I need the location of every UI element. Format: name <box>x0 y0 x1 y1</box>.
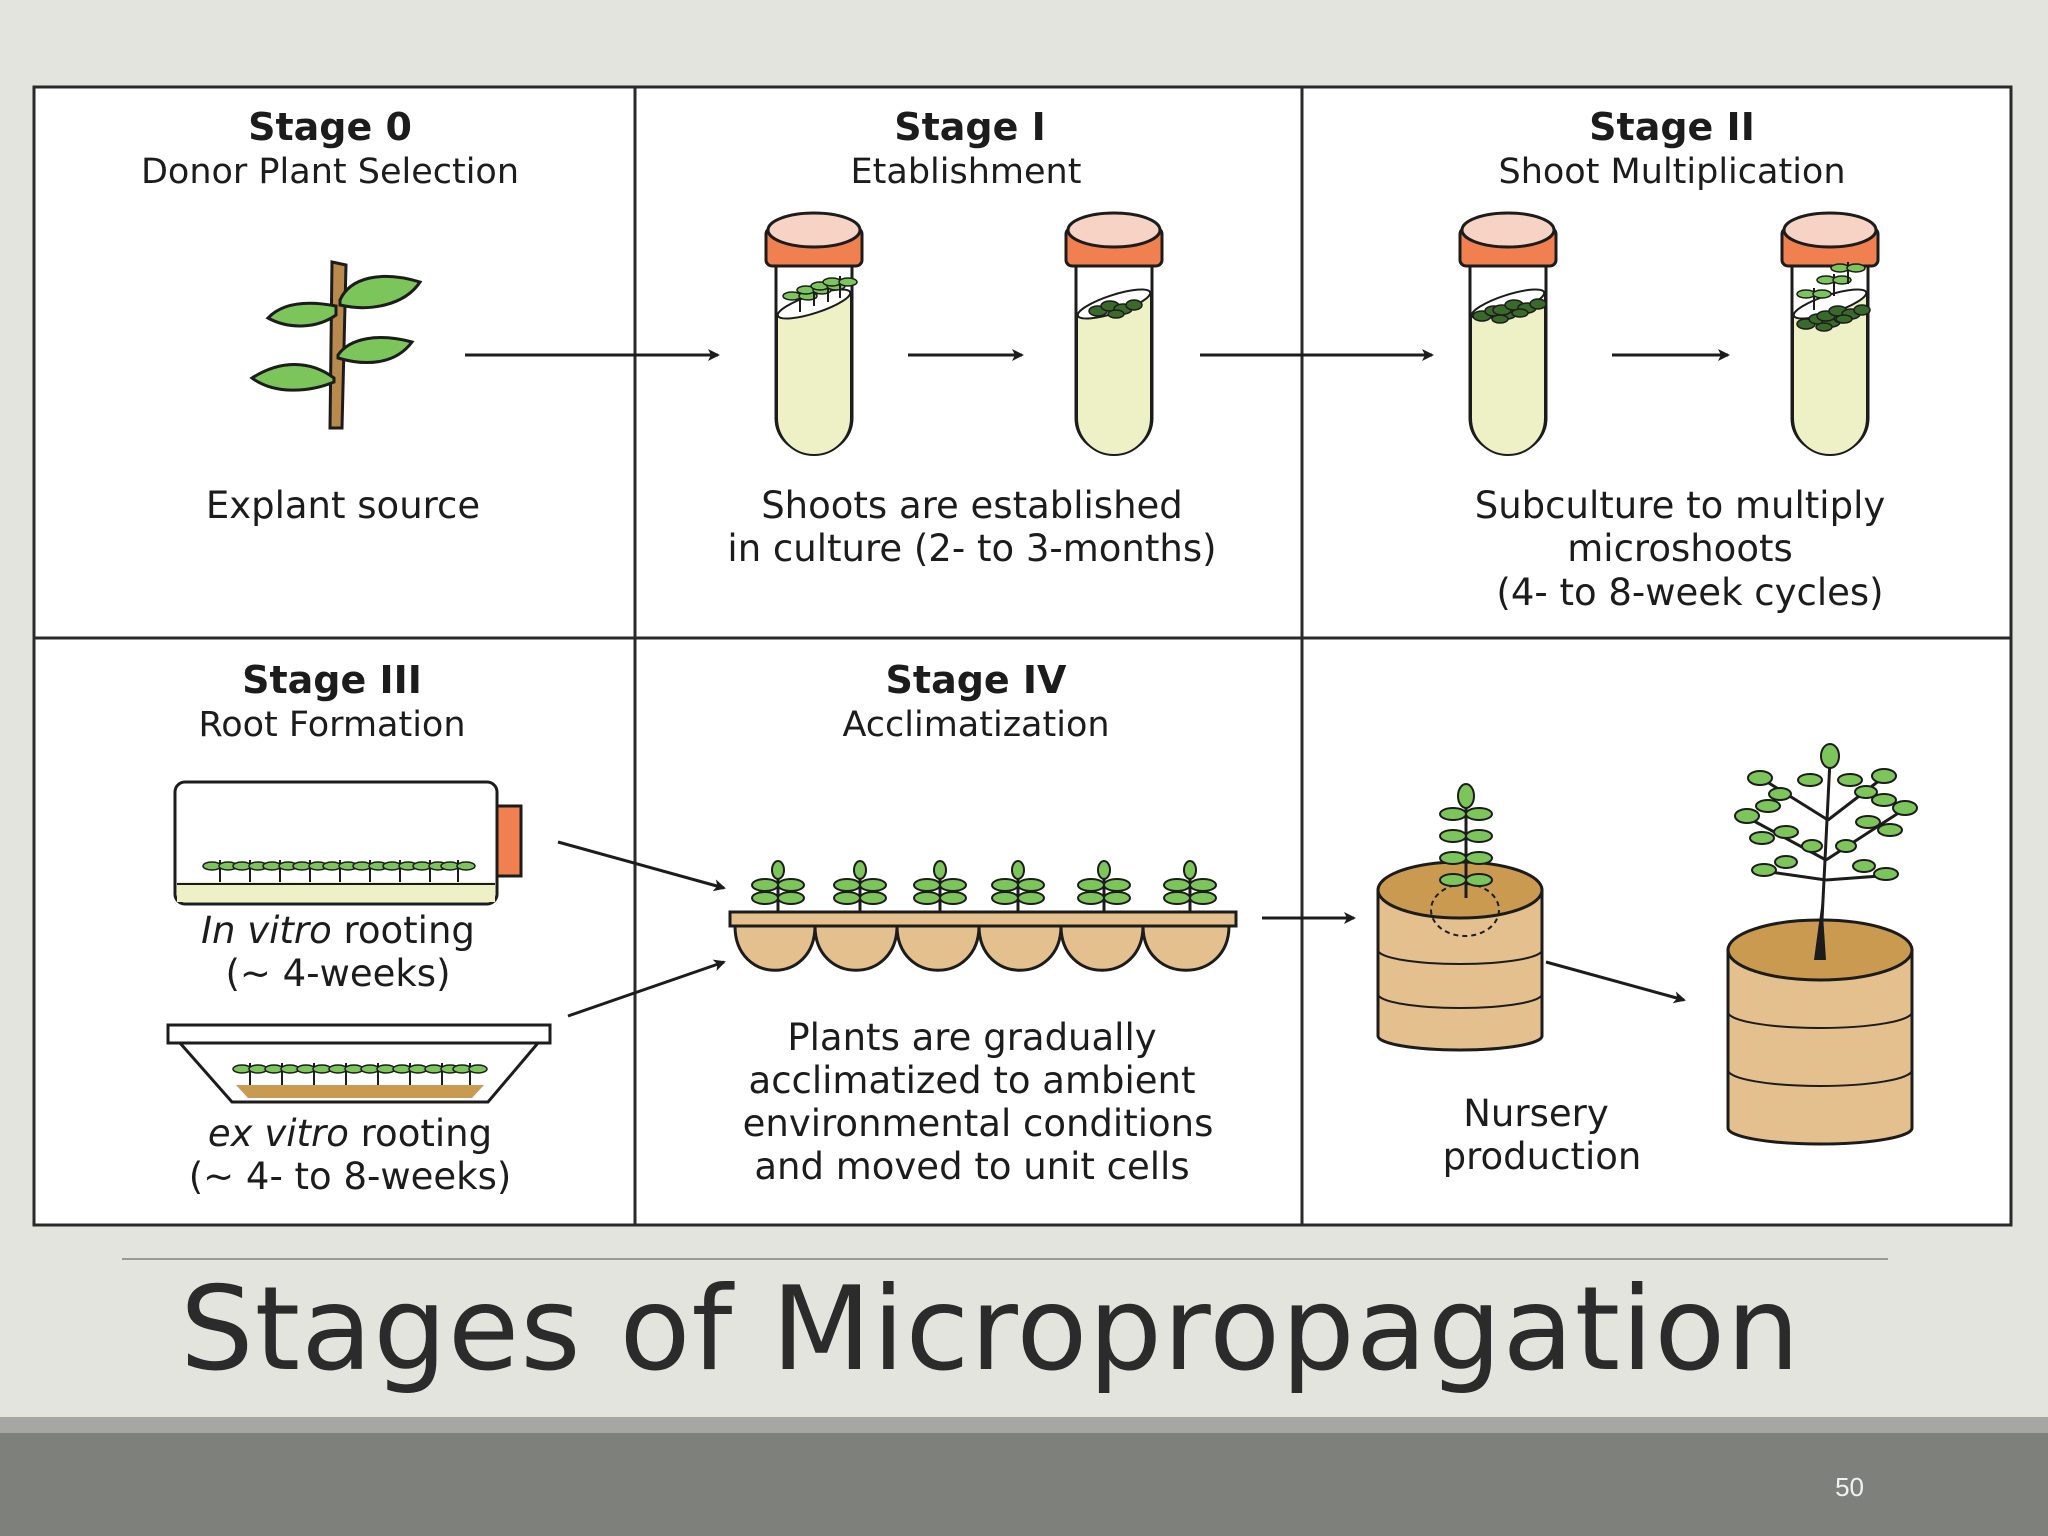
ex-vitro-duration: (~ 4- to 8-weeks) <box>189 1155 512 1198</box>
stage-4-subtitle: Acclimatization <box>842 705 1109 745</box>
stage-0-subtitle: Donor Plant Selection <box>141 152 519 192</box>
large-nursery-pot <box>1726 743 1918 1146</box>
stage-2-caption-line-1: Subculture to multiply <box>1475 484 1886 527</box>
page-number: 50 <box>1835 1472 1864 1502</box>
tube-multiplication-1 <box>1458 211 1558 457</box>
tube-multiplication-2 <box>1780 211 1880 457</box>
stage-4-header: Stage IV Acclimatization <box>842 658 1109 745</box>
ex-vitro-italic: ex vitro <box>208 1112 349 1155</box>
stage-1-caption: Shoots are established in culture (2- to… <box>727 484 1216 570</box>
ex-vitro-rooting-tray <box>166 1023 552 1104</box>
in-vitro-duration: (~ 4-weeks) <box>225 952 450 995</box>
stage-4-caption-line-2: acclimatized to ambient <box>749 1059 1196 1102</box>
stage-1-caption-line-1: Shoots are established <box>761 484 1183 527</box>
in-vitro-rooting-container <box>173 780 523 906</box>
nursery-caption-line-2: production <box>1443 1135 1642 1178</box>
nursery-caption: Nursery production <box>1443 1092 1642 1178</box>
stage-4-caption-line-3: environmental conditions <box>743 1102 1214 1145</box>
stage-2-caption-line-2: microshoots <box>1567 527 1793 570</box>
stage-2-caption-line-3: (4- to 8-week cycles) <box>1496 571 1883 614</box>
stage-0-title: Stage 0 <box>248 105 412 149</box>
title-divider <box>122 1258 1888 1260</box>
stage-1-subtitle: Etablishment <box>851 152 1082 192</box>
in-vitro-label: In vitro rooting <box>201 909 475 952</box>
stage-4-title: Stage IV <box>886 658 1068 702</box>
stage-1-title: Stage I <box>894 105 1046 149</box>
ex-vitro-rest: rooting <box>349 1112 492 1155</box>
tube-establishment-2 <box>1064 211 1164 457</box>
in-vitro-rest: rooting <box>332 909 475 952</box>
nursery-transplant-arrow <box>1545 960 1686 1004</box>
footer-accent <box>0 1417 2048 1433</box>
stage-3-header: Stage III Root Formation <box>198 658 465 745</box>
stage-2-header: Stage II Shoot Multiplication <box>1498 105 1845 192</box>
stage-3-title: Stage III <box>242 658 422 702</box>
micropropagation-figure: Stage 0 Donor Plant Selection Stage I Et… <box>32 85 2013 1227</box>
stage-2-caption: Subculture to multiply microshoots (4- t… <box>1475 484 1886 614</box>
unit-cell-tray <box>728 861 1238 972</box>
stage-3-subtitle: Root Formation <box>198 705 465 745</box>
rooting-to-acclimatization-arrows <box>557 840 726 1018</box>
in-vitro-italic: In vitro <box>201 909 332 952</box>
stage-4-caption-line-1: Plants are gradually <box>787 1016 1156 1059</box>
stage-2-subtitle: Shoot Multiplication <box>1498 152 1845 192</box>
small-nursery-pot <box>1376 783 1544 1052</box>
stage-0-caption-line-1: Explant source <box>206 484 480 527</box>
stage-2-title: Stage II <box>1589 105 1755 149</box>
ex-vitro-label: ex vitro rooting <box>208 1112 492 1155</box>
stage-0-header: Stage 0 Donor Plant Selection <box>141 105 519 192</box>
slide-footer <box>0 1433 2048 1536</box>
stage-4-caption: Plants are gradually acclimatized to amb… <box>743 1016 1214 1188</box>
nursery-caption-line-1: Nursery <box>1463 1092 1609 1135</box>
slide-title: Stages of Micropropagation <box>180 1262 1801 1397</box>
stage-1-caption-line-2: in culture (2- to 3-months) <box>727 527 1216 570</box>
stage-1-header: Stage I Etablishment <box>851 105 1082 192</box>
donor-plant-illustration <box>249 260 423 430</box>
tube-establishment-1 <box>764 211 864 457</box>
stage-4-caption-line-4: and moved to unit cells <box>754 1145 1189 1188</box>
